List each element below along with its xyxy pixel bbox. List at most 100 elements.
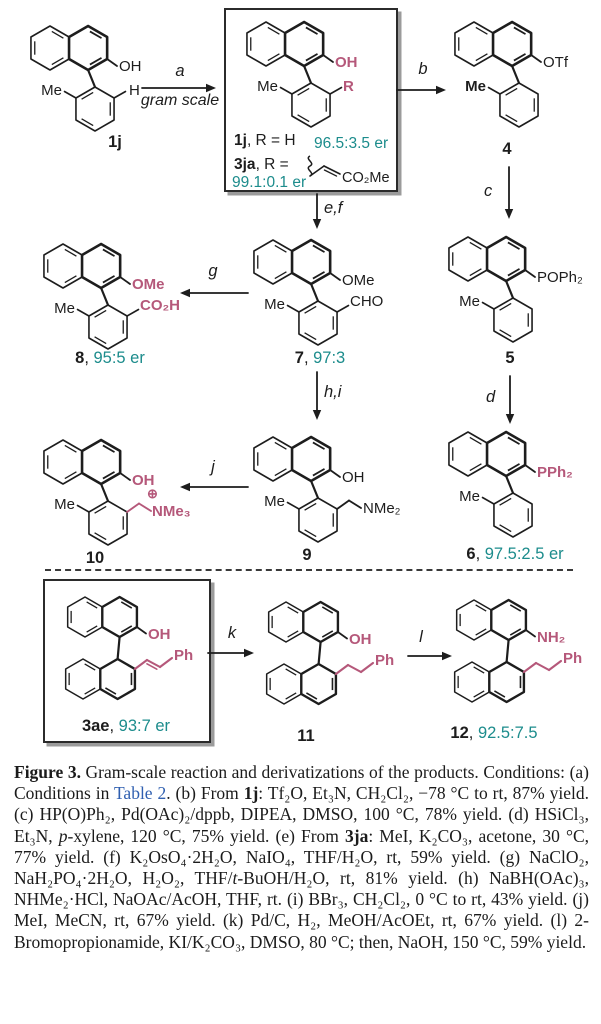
ortho-label: CHO [350, 293, 384, 310]
arrow-a-label: a [175, 62, 185, 80]
substituent-label: OH [342, 469, 365, 486]
compound-label-4: 4 [422, 140, 592, 158]
compound-id: 8 [75, 349, 85, 367]
compound-id: 3ja [234, 156, 256, 173]
box-line-1: 1j, R = H [234, 132, 296, 149]
caption-text: 3ja [345, 825, 369, 846]
methyl-label: Me [41, 82, 62, 99]
arrow-a [141, 83, 216, 93]
arrow-g [180, 288, 249, 298]
phenyl-label: Ph [174, 647, 194, 664]
structure-5-drawing [448, 235, 536, 343]
arrow-k [207, 648, 254, 658]
compound-id: 12 [450, 724, 469, 742]
methyl-label: Me [459, 488, 480, 505]
structure-9-drawing [253, 435, 362, 543]
structure-boxed-drawing [246, 20, 343, 128]
caption-text: Figure 3. [14, 762, 81, 782]
arrow-hi [312, 371, 322, 420]
substituent-label: OH [148, 626, 171, 643]
section-divider [45, 569, 573, 571]
arrow-c-label: c [484, 182, 493, 200]
compound-label-7: 7, 97:3 [235, 349, 405, 367]
compound-er: 92.5:7.5 [477, 724, 538, 742]
arrow-l-label: l [419, 628, 423, 646]
plus-charge-icon: ⊕ [147, 486, 158, 501]
substituent-label: OH [132, 472, 155, 489]
ester-label: CO₂Me [342, 170, 390, 186]
structure-10: OH Me ⊕ NMe₃ [25, 428, 195, 553]
arrow-b [396, 85, 446, 95]
compound-label-1j: 1j [30, 133, 200, 151]
amine-label: NMe₂ [363, 500, 401, 517]
r-definition: , R = H [246, 132, 296, 149]
r-definition: , R = [255, 156, 289, 173]
phenyl-label: Ph [563, 650, 583, 667]
compound-id: 11 [297, 727, 315, 745]
caption-text: : MeI, K₂CO₃, acetone, 30 °C, 77% yield.… [14, 825, 589, 889]
structure-12-drawing [453, 598, 563, 704]
structure-boxed: OH Me R [228, 10, 398, 132]
compound-id: 3ae [81, 717, 110, 735]
figure-caption: Figure 3. Gram-scale reaction and deriva… [14, 762, 589, 953]
structure-4-drawing [454, 20, 542, 128]
compound-er: 95:5 er [93, 349, 145, 367]
r-group-label: R [343, 78, 354, 95]
methyl-label: Me [465, 78, 486, 95]
compound-er: 97:3 [313, 349, 346, 367]
compound-er: 97.5:2.5 er [484, 545, 564, 563]
compound-id: 9 [302, 546, 312, 564]
methyl-label: Me [264, 493, 285, 510]
caption-text: -BuOH/H₂O, rt, 81% yield. (h) NaBH(OAc)₃… [14, 868, 589, 952]
arrow-j-label: j [211, 458, 215, 476]
compound-id: 1j [234, 132, 247, 149]
structure-11: OH Ph [246, 592, 436, 722]
substituent-label: OMe [132, 276, 165, 293]
box-line-2: 3ja, R = [234, 156, 289, 173]
structure-10-drawing [43, 438, 152, 546]
phenyl-label: Ph [375, 652, 395, 669]
caption-text: Gram-scale reaction and derivatizations … [14, 762, 589, 804]
boxed-product-panel: OH Me R 1j, R = H 96.5:3.5 er 3ja, R = C… [224, 8, 398, 192]
compound-label-10: 10 [10, 549, 180, 567]
arrow-g-label: g [208, 262, 218, 280]
compound-id: 4 [502, 140, 512, 158]
methyl-label: Me [54, 496, 75, 513]
structure-5: POPh₂ Me [430, 225, 600, 350]
compound-label-11: 11 [216, 727, 396, 745]
arrow-c [504, 166, 514, 219]
structure-6: PPh₂ Me [430, 420, 600, 545]
compound-sep: , [468, 724, 478, 742]
structure-9: OH Me NMe₂ [235, 425, 405, 550]
arrow-l [407, 651, 452, 661]
caption-text: : Tf₂O, Et₃N, CH₂Cl₂, −78 °C to rt, 87% … [14, 783, 589, 846]
structure-12: NH₂ Ph [434, 590, 601, 720]
structure-11-drawing [265, 600, 375, 706]
substituent-label: POPh₂ [537, 269, 583, 286]
compound-id: 5 [505, 349, 515, 367]
compound-id: 6 [466, 545, 476, 563]
caption-text: t [232, 868, 238, 889]
arrow-d [505, 375, 515, 424]
compound-sep: , [84, 349, 94, 367]
table-2-link[interactable]: Table 2 [113, 783, 167, 804]
structure-7-drawing [253, 238, 350, 346]
compound-id: 7 [294, 349, 304, 367]
arrow-ef-label: e,f [324, 199, 343, 217]
amine-label: NMe₃ [152, 503, 191, 520]
compound-label-6: 6, 97.5:2.5 er [430, 545, 600, 563]
caption-text: . (b) From [166, 783, 244, 804]
compound-label-3ae: 3ae, 93:7 er [45, 717, 207, 735]
arrow-a-note: gram scale [140, 92, 220, 109]
structure-8-drawing [43, 242, 140, 350]
structure-8: OMe Me CO₂H [25, 232, 195, 357]
structure-3ae-drawing [64, 595, 174, 701]
structure-1j: OH Me H [12, 14, 182, 139]
er-value-1j: 96.5:3.5 er [314, 135, 389, 152]
compound-sep: , [475, 545, 485, 563]
structure-6-drawing [448, 430, 536, 538]
acrylate-fragment: CO₂Me [296, 154, 396, 194]
methyl-label: Me [54, 300, 75, 317]
compound-label-9: 9 [222, 546, 392, 564]
